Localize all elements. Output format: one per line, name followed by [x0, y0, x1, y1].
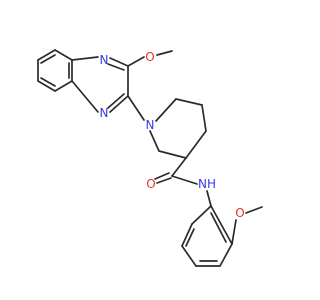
pyrazine-bond: [109, 95, 129, 113]
piperidine-bond: [201, 104, 207, 132]
oxygen-label-amide: O: [146, 177, 155, 191]
benzo-ring-double-bond: [40, 77, 56, 87]
bond-layer: [37, 49, 263, 267]
methoxy-bottom-bond: [231, 219, 237, 245]
benzo-ring-bond: [54, 80, 73, 92]
oxygen-label-methoxy-top: O: [145, 50, 154, 64]
nitrogen-label-piperidine: N: [146, 118, 155, 132]
oxygen-label-methoxy-bottom: O: [235, 206, 244, 220]
amide-carbonyl-bond: [154, 172, 170, 180]
piperidine-bond: [149, 130, 160, 152]
methoxy-bottom-bond: [245, 206, 263, 214]
amide-bond: [206, 190, 212, 207]
benzene-double-bond: [210, 212, 227, 243]
piperidine-bond: [158, 150, 187, 159]
benzene-bond: [219, 243, 233, 267]
piperidine-bond: [185, 130, 207, 159]
atom-labels: O N N N O NH O: [100, 50, 245, 220]
pyrazine-double-bond: [107, 93, 125, 109]
benzene-bond: [181, 245, 197, 267]
benzene-double-bond: [185, 228, 195, 247]
benzene-bond: [181, 223, 193, 247]
molecule-structure: O N N N O NH O: [37, 49, 263, 267]
amide-carbonyl-bond: [156, 177, 172, 184]
pyrazine-bond: [109, 57, 129, 67]
piperidine-bond: [175, 98, 203, 106]
nitrogen-label-quinoxaline-lower: N: [100, 106, 109, 120]
benzo-ring-bond: [37, 80, 56, 92]
benzo-ring-bond: [54, 49, 73, 61]
piperidine-bond: [155, 98, 177, 122]
pyrazine-bond: [71, 80, 99, 113]
amide-bond: [171, 175, 198, 185]
benzene-bond: [191, 205, 212, 225]
methoxy-top-bond: [127, 56, 145, 67]
nitrogen-label-quinoxaline-upper: N: [100, 53, 109, 67]
methoxy-top-bond: [156, 50, 173, 56]
ring-link-bond: [127, 95, 145, 121]
pyrazine-bond: [71, 56, 99, 61]
amide-bond: [171, 157, 187, 177]
nitrogen-label-amide-nh: NH: [198, 177, 216, 191]
pyrazine-double-bond: [107, 63, 125, 71]
benzene-bond: [210, 205, 233, 245]
benzo-ring-bond: [37, 49, 56, 61]
benzo-ring-double-bond: [40, 54, 56, 64]
